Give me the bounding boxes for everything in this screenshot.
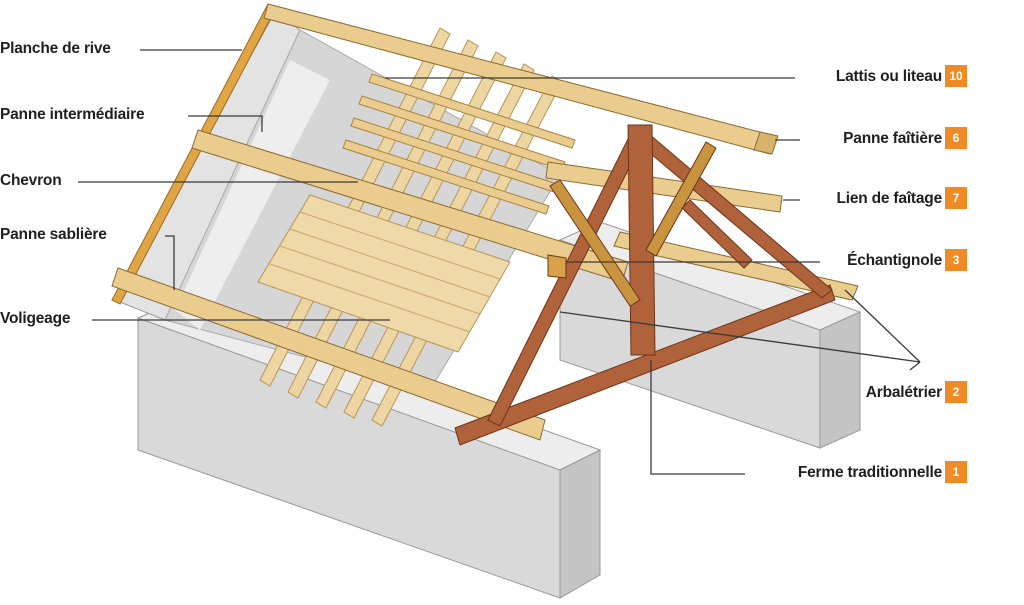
tie-ridge <box>545 161 783 213</box>
leader-arbaletrier-a <box>844 289 921 363</box>
purlins <box>111 3 859 441</box>
strut <box>681 199 753 269</box>
label-ferme-traditionnelle: Ferme traditionnelle <box>797 464 942 481</box>
batten <box>342 139 550 215</box>
right-purlin <box>613 231 859 301</box>
leader-arbaletrier-b <box>559 311 921 363</box>
leader-sabliere <box>165 235 175 290</box>
label-panne-sabliere: Panne sablière <box>0 226 107 243</box>
label-planche-de-rive: Planche de rive <box>0 40 111 57</box>
label-chevron: Chevron <box>0 172 62 189</box>
leader-lines <box>78 49 921 475</box>
badge-7: 7 <box>945 187 967 209</box>
left-wall-side <box>559 449 601 599</box>
badge-2: 2 <box>945 381 967 403</box>
label-arbaletrier: Arbalétrier <box>865 384 942 401</box>
label-lien-de-faitage: Lien de faîtage <box>836 190 942 207</box>
battens <box>342 73 576 215</box>
sheathing <box>257 194 511 353</box>
roof-underlay-light <box>175 60 330 330</box>
label-panne-intermediaire: Panne intermédiaire <box>0 106 145 123</box>
brace-left <box>549 179 641 307</box>
brace-right <box>645 141 717 257</box>
leader-panne-int <box>188 115 263 132</box>
right-wall-side <box>819 311 861 449</box>
badge-3: 3 <box>945 249 967 271</box>
truss <box>454 124 836 446</box>
badge-6: 6 <box>945 127 967 149</box>
label-voligeage: Voligeage <box>0 310 71 327</box>
king-post <box>627 124 656 356</box>
cleat <box>547 254 567 279</box>
badge-10: 10 <box>945 65 967 87</box>
sheathing-panel <box>257 194 511 353</box>
leader-ferme <box>650 360 745 475</box>
eave-purlin <box>111 267 546 441</box>
label-lattis-ou-liteau: Lattis ou liteau <box>835 68 942 85</box>
label-echantignole: Échantignole <box>847 252 942 269</box>
ridge-purlin-end <box>753 131 779 155</box>
badge-1: 1 <box>945 461 967 483</box>
label-panne-faitiere: Panne faîtière <box>843 130 942 147</box>
batten <box>368 73 576 149</box>
leader-arbaletrier-c <box>909 361 921 371</box>
